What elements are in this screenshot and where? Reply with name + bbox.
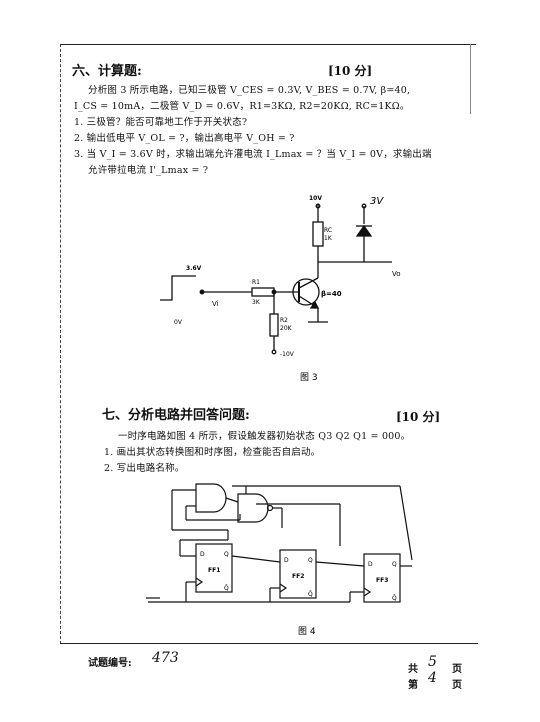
- footer-page-label: 第: [408, 680, 418, 691]
- section6-line-1: 分析图 3 所示电路，已知三极管 V_CES = 0.3V, V_BES = 0…: [88, 85, 411, 96]
- ff2-label: FF2: [292, 573, 304, 580]
- footer-page-unit: 页: [452, 680, 462, 691]
- footer-code-value: 473: [152, 650, 179, 666]
- label-r1: R1: [252, 279, 260, 286]
- ff1-d: D: [200, 551, 205, 558]
- label-vin-high: 3.6V: [186, 265, 202, 272]
- gate-2: [237, 493, 269, 523]
- frame-right-rule: [470, 44, 471, 114]
- label-rc: RC: [324, 227, 332, 234]
- ff3-label: FF3: [376, 577, 388, 584]
- frame-left-rule: [60, 44, 62, 644]
- label-r2: R2: [280, 317, 288, 324]
- label-vin-low: 0V: [174, 319, 183, 326]
- figure3-caption: 图 3: [300, 372, 318, 383]
- label-20k: 20K: [280, 325, 293, 332]
- footer-total-unit: 页: [452, 664, 462, 675]
- ff1-q: Q: [224, 551, 229, 558]
- label-3v: 3V: [370, 196, 384, 207]
- ff3-d: D: [368, 561, 373, 568]
- section6-score: [10 分]: [328, 64, 373, 78]
- gate-1: [195, 483, 227, 513]
- ff2-d: D: [284, 557, 289, 564]
- input-waveform: [160, 275, 196, 301]
- label-vneg: -10V: [280, 351, 295, 358]
- ff1-box: [195, 543, 233, 593]
- section6-line-2: I_CS = 10mA，二极管 V_D = 0.6V，R1=3KΩ, R2=20…: [74, 101, 410, 112]
- section7-title: 七、分析电路并回答问题:: [102, 408, 250, 423]
- ff2-q: Q: [308, 557, 313, 564]
- ff3-q: Q: [392, 561, 397, 568]
- ff1-qb: Q̄: [224, 585, 229, 592]
- ff2-box: [279, 549, 317, 599]
- label-1k: 1K: [324, 235, 333, 242]
- footer-page-value: 4: [428, 670, 437, 686]
- frame-top-rule: [60, 44, 476, 45]
- section6-line-3: 1. 三极管？能否可靠地工作于开关状态?: [74, 117, 248, 128]
- label-10v: 10V: [309, 195, 322, 202]
- section7-line-1: 一时序电路如图 4 所示，假设触发器初始状态 Q3 Q2 Q1 = 000。: [118, 431, 411, 442]
- ff2-qb: Q̄: [308, 591, 313, 598]
- section6-title: 六、计算题:: [72, 64, 142, 79]
- section6-line-4: 2. 输出低电平 V_OL = ?，输出高电平 V_OH = ?: [74, 133, 295, 144]
- section6-line-6: 允许带拉电流 I'_Lmax = ?: [88, 165, 209, 176]
- label-beta: β=40: [321, 290, 342, 298]
- ff1-label: FF1: [208, 567, 220, 574]
- section7-line-2: 1. 画出其状态转换图和时序图，检查能否自启动。: [104, 447, 321, 458]
- label-vo: Vo: [392, 270, 401, 278]
- section7-line-3: 2. 写出电路名称。: [104, 463, 185, 474]
- footer-total-value: 5: [428, 654, 437, 670]
- section7-score: [10 分]: [396, 410, 441, 424]
- frame-bottom-rule: [60, 643, 478, 644]
- section6-line-5: 3. 当 V_I = 3.6V 时，求输出端允许灌电流 I_Lmax = ？当 …: [74, 149, 432, 160]
- figure4-caption: 图 4: [298, 626, 316, 637]
- footer-code-label: 试题编号:: [88, 658, 132, 669]
- ff3-qb: Q̄: [392, 595, 397, 602]
- label-vi: Vi: [212, 300, 219, 308]
- ff3-box: [363, 553, 401, 603]
- label-3k: 3K: [252, 299, 261, 306]
- footer-total-label: 共: [408, 664, 418, 675]
